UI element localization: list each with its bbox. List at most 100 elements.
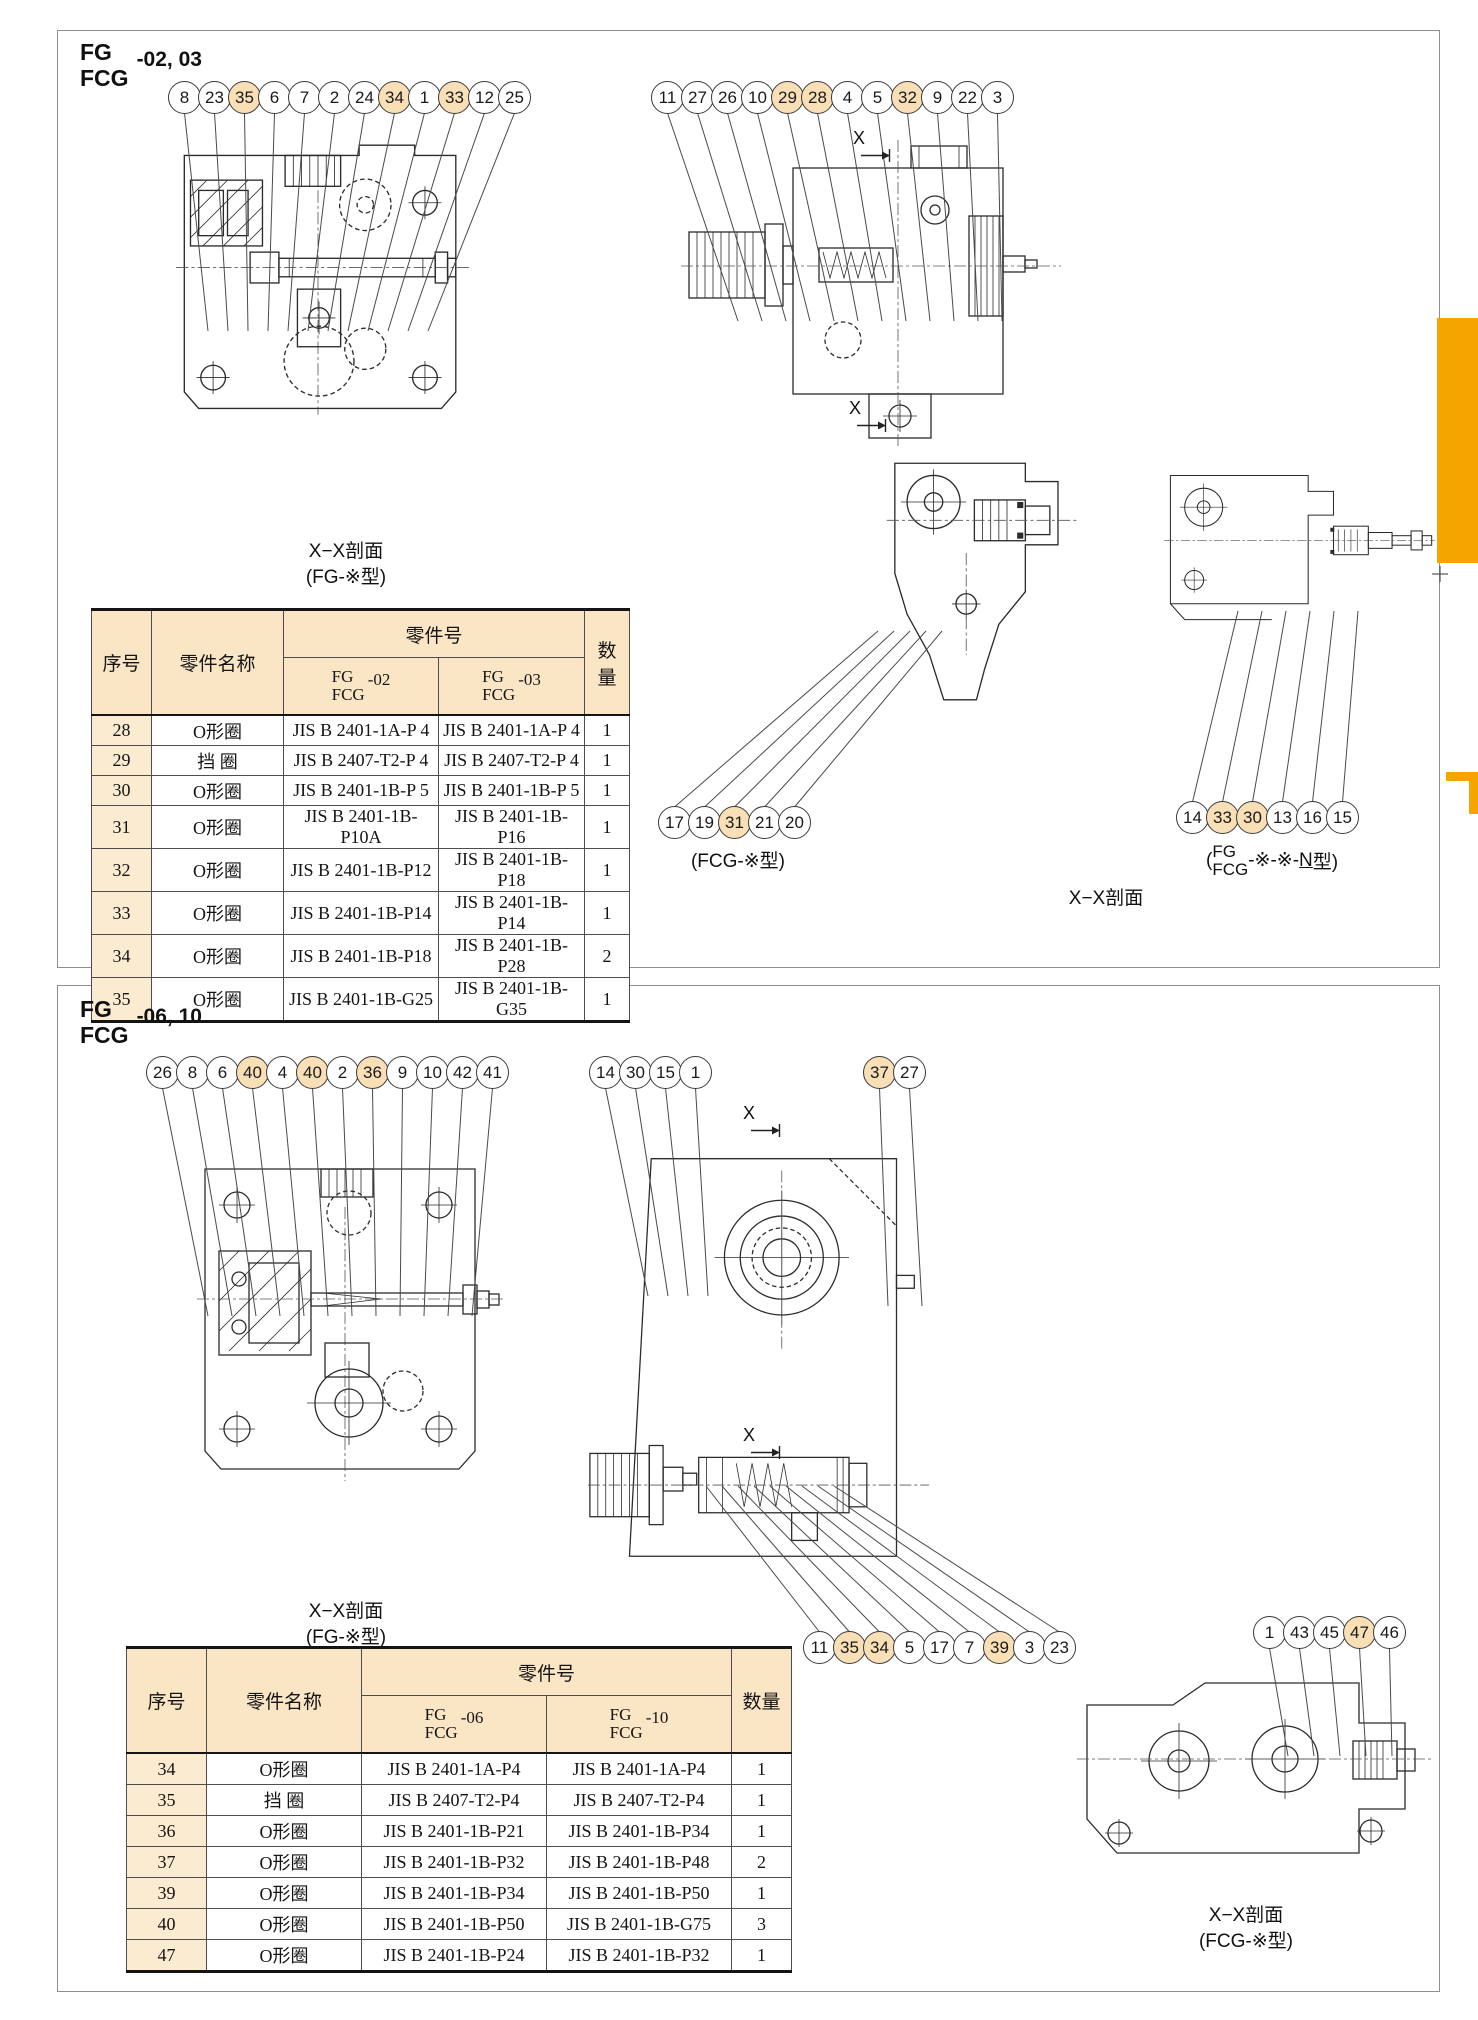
part-balloon: 17	[658, 806, 691, 839]
col-header-name: 零件名称	[151, 609, 284, 716]
caption-left-drawing: X−X剖面 (FG-※型)	[305, 1601, 387, 1648]
part-balloon: 15	[649, 1056, 682, 1089]
section-arrow-icon	[861, 149, 891, 162]
part-balloon: 33	[1206, 801, 1239, 834]
part-balloon: 22	[951, 81, 984, 114]
part-balloon: 30	[1236, 801, 1269, 834]
technical-drawing-section-fg	[197, 1168, 503, 1481]
register-mark-icon	[1432, 566, 1448, 582]
part-balloon: 26	[146, 1056, 179, 1089]
part-balloon: 13	[1266, 801, 1299, 834]
part-balloon: 14	[589, 1056, 622, 1089]
part-balloon: 2	[318, 81, 351, 114]
part-balloon: 30	[619, 1056, 652, 1089]
part-balloon: 4	[831, 81, 864, 114]
model-fg: FG	[80, 39, 112, 65]
section-cut-marker-top: X	[743, 1104, 781, 1137]
part-balloon: 37	[863, 1056, 896, 1089]
part-balloon: 31	[718, 806, 751, 839]
part-balloon: 23	[198, 81, 231, 114]
col-header-part: 零件号	[361, 1647, 732, 1696]
col-header-no: 序号	[126, 1647, 207, 1754]
part-balloon: 27	[681, 81, 714, 114]
technical-drawing-fragment-fcg	[886, 462, 1077, 701]
part-balloon: 15	[1326, 801, 1359, 834]
part-balloon: 34	[378, 81, 411, 114]
part-balloon: 2	[326, 1056, 359, 1089]
part-balloon: 42	[446, 1056, 479, 1089]
part-balloon: 9	[921, 81, 954, 114]
part-balloon: 27	[893, 1056, 926, 1089]
part-balloon: 1	[679, 1056, 712, 1089]
part-balloon: 40	[236, 1056, 269, 1089]
model-fcg: FCG	[80, 65, 129, 92]
technical-drawing-sideview-fg	[587, 1158, 930, 1557]
technical-drawing-fragment-fcg	[1077, 1682, 1431, 1854]
part-balloon: 29	[771, 81, 804, 114]
part-balloon: 39	[983, 1631, 1016, 1664]
technical-drawing-section-fg	[176, 144, 471, 415]
col-header-name: 零件名称	[206, 1647, 362, 1754]
part-balloon: 21	[748, 806, 781, 839]
part-balloon: 33	[438, 81, 471, 114]
part-balloon: 19	[688, 806, 721, 839]
part-balloon: 34	[863, 1631, 896, 1664]
page-corner-marker	[1446, 772, 1478, 814]
part-balloon: 47	[1343, 1616, 1376, 1649]
part-balloon: 10	[416, 1056, 449, 1089]
page-side-tab	[1437, 318, 1478, 563]
part-balloon: 36	[356, 1056, 389, 1089]
part-balloon: 7	[288, 81, 321, 114]
part-balloon: 7	[953, 1631, 986, 1664]
col-header-part: 零件号	[283, 609, 585, 658]
model-size-suffix: -06, 10	[136, 1005, 202, 1028]
part-balloon: 25	[498, 81, 531, 114]
part-balloon: 11	[651, 81, 684, 114]
part-balloon: 5	[893, 1631, 926, 1664]
part-balloon: 4	[266, 1056, 299, 1089]
caption-fcg-fragment: (FCG-※型)	[690, 851, 785, 872]
model-size-suffix: -02, 03	[136, 48, 202, 71]
part-balloon: 26	[711, 81, 744, 114]
part-balloon: 5	[861, 81, 894, 114]
part-balloon: 12	[468, 81, 501, 114]
col-header-qty: 数量	[731, 1647, 792, 1754]
part-balloon: 23	[1043, 1631, 1076, 1664]
col-header-qty: 数量	[584, 609, 630, 716]
model-title: FG FCG -02, 03	[80, 39, 202, 92]
part-balloon: 6	[206, 1056, 239, 1089]
part-balloon: 1	[408, 81, 441, 114]
part-balloon: 14	[1176, 801, 1209, 834]
part-balloon: 46	[1373, 1616, 1406, 1649]
part-balloon: 9	[386, 1056, 419, 1089]
section-arrow-icon	[857, 419, 887, 432]
section-arrow-icon	[751, 1124, 781, 1137]
part-balloon: 6	[258, 81, 291, 114]
part-balloon: 28	[801, 81, 834, 114]
part-balloon: 3	[981, 81, 1014, 114]
model-title: FG FCG -06, 10	[80, 996, 202, 1049]
